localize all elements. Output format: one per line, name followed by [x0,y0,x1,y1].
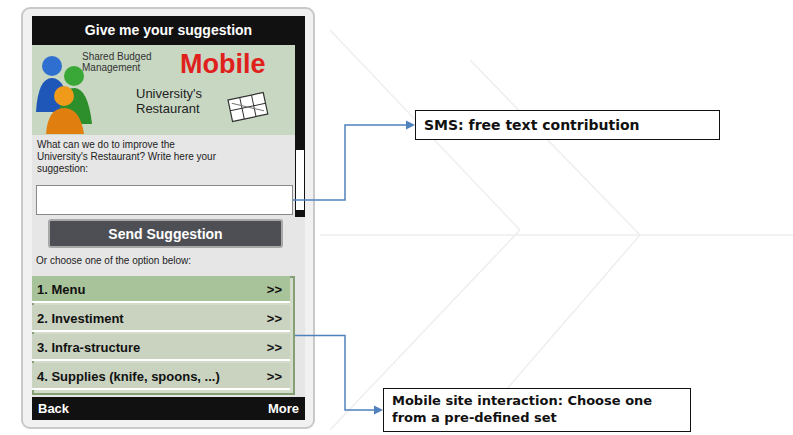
node-subtext: >> [267,311,282,326]
node-subtext: >> [267,340,282,355]
scrollbar [295,45,305,217]
connector-arrow [295,336,383,415]
phone-screen: Give me your suggestionShared Budged Man… [32,16,305,420]
map-icon [228,93,268,122]
option-item: 1. Menu >> [32,276,290,303]
node-text: 2. Investiment [37,311,124,326]
node-text: Mobile site interaction: Choose one from… [392,393,682,427]
node-text: Shared Budged Management [82,51,160,73]
option-item: 4. Supplies (knife, spoons, ...) >> [32,363,290,390]
scroll-thumb [296,150,304,210]
bottom-bar: Back More [32,397,305,420]
phone-frame [22,8,314,428]
text-input: What can we do to improve the University… [36,185,293,215]
option-item: 2. Investiment >> [32,305,290,332]
callout-box: Mobile site interaction: Choose one from… [383,388,691,432]
callout-box: SMS: free text contribution [415,110,720,140]
node-text: 1. Menu [37,282,85,297]
node-subtext: More [268,401,299,416]
node-text: Back [38,401,69,416]
background-lines [320,30,793,430]
node-text: Send Suggestion [50,226,281,242]
node-text: Give me your suggestion [32,16,305,45]
send-button: Send Suggestion [48,219,283,248]
node-subtext: >> [267,369,282,384]
node-text: 3. Infra-structure [37,340,140,355]
phone-screen [32,16,305,420]
option-item: 3. Infra-structure >> [32,334,290,361]
logo-panel: Shared Budged Management MobileUniversity… [32,45,295,135]
node-subtext: >> [267,282,282,297]
node-subtext: University's Restaurant [136,87,236,117]
connector-arrow [293,121,415,201]
logo-ground [32,45,295,135]
node-text: SMS: free text contribution [424,117,640,133]
node-subtext: Mobile [180,49,266,80]
node-text: What can we do to improve the University… [37,139,227,175]
option-list: Or choose one of the option below:1. Men… [32,276,295,395]
node-text: 4. Supplies (knife, spoons, ...) [37,369,220,384]
node-text: Or choose one of the option below: [36,255,191,266]
